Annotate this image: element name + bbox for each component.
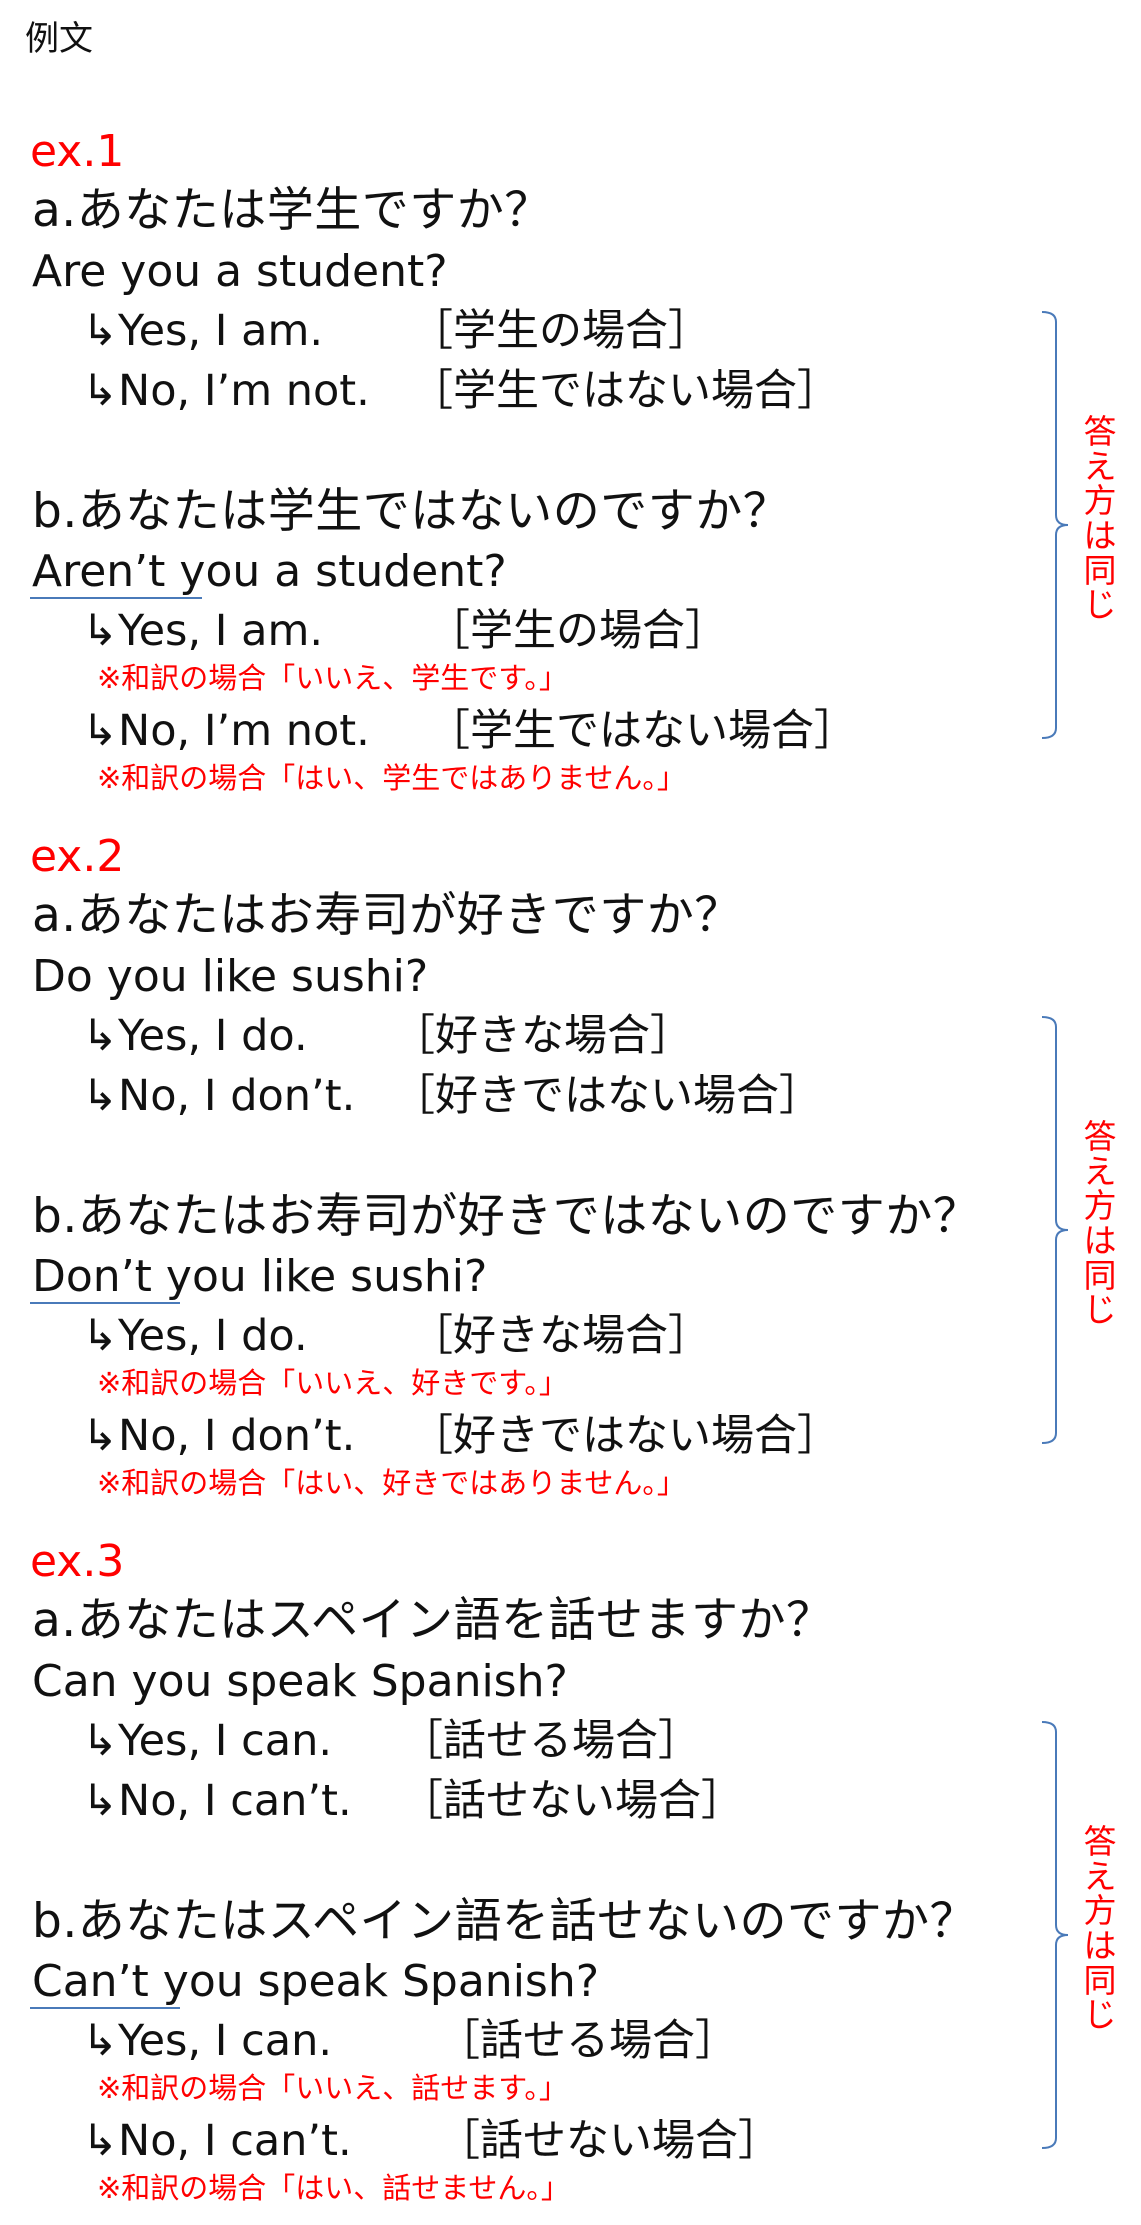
translation-note: ※和訳の場合「いいえ、学生です。」 — [97, 661, 568, 695]
right-brace — [1040, 1720, 1070, 2150]
answer-yes: ↳Yes, I can. ［話せる場合］ — [82, 2016, 738, 2066]
answer-yes-ja: ［話せる場合］ — [400, 1716, 701, 1766]
answer-yes: ↳Yes, I do. ［好きな場合］ — [82, 1311, 711, 1361]
answer-yes-ja: ［学生の場合］ — [410, 306, 711, 356]
answer-no-en: ↳No, I don’t. — [82, 1411, 356, 1461]
answer-yes-en: ↳Yes, I can. — [82, 1716, 333, 1766]
answer-yes-ja: ［話せる場合］ — [437, 2016, 738, 2066]
example-label: ex.2 — [30, 831, 125, 882]
answer-yes: ↳Yes, I can. ［話せる場合］ — [82, 1716, 701, 1766]
question-b-en: Aren’t you a student? — [32, 546, 507, 597]
answer-yes-en: ↳Yes, I am. — [82, 306, 324, 356]
negation-underline — [30, 2007, 180, 2009]
answer-no: ↳No, I don’t. ［好きではない場合］ — [82, 1071, 822, 1121]
answer-no: ↳No, I’m not. ［学生ではない場合］ — [82, 706, 857, 756]
translation-note: ※和訳の場合「はい、学生ではありません。」 — [97, 761, 686, 795]
negation-underline — [30, 597, 202, 599]
question-b-ja: b.あなたは学生ではないのですか？ — [32, 484, 791, 539]
right-brace — [1040, 310, 1070, 740]
answer-no-en: ↳No, I’m not. — [82, 366, 370, 416]
question-b-en: Can’t you speak Spanish? — [32, 1956, 600, 2007]
answer-yes: ↳Yes, I am. ［学生の場合］ — [82, 606, 728, 656]
answer-no-en: ↳No, I can’t. — [82, 2116, 352, 2166]
answer-yes-ja: ［学生の場合］ — [427, 606, 728, 656]
example-label: ex.3 — [30, 1536, 125, 1587]
answer-no-ja: ［学生ではない場合］ — [427, 706, 857, 756]
question-a-en: Do you like sushi? — [32, 951, 429, 1002]
answer-no-ja: ［学生ではない場合］ — [410, 366, 840, 416]
translation-note: ※和訳の場合「はい、話せません。」 — [97, 2171, 570, 2205]
answer-yes: ↳Yes, I am. ［学生の場合］ — [82, 306, 711, 356]
same-answer-label: 答え方は同じ — [1083, 412, 1117, 625]
question-b-ja: b.あなたはお寿司が好きではないのですか？ — [32, 1189, 981, 1244]
answer-yes-en: ↳Yes, I can. — [82, 2016, 333, 2066]
answer-no-ja: ［話せない場合］ — [400, 1776, 744, 1826]
question-a-ja: a.あなたは学生ですか？ — [32, 183, 552, 238]
question-b-en: Don’t you like sushi? — [32, 1251, 488, 1302]
answer-no: ↳No, I can’t. ［話せない場合］ — [82, 1776, 744, 1826]
negation-underline — [30, 1302, 180, 1304]
answer-yes-en: ↳Yes, I am. — [82, 606, 324, 656]
answer-no-ja: ［好きではない場合］ — [410, 1411, 840, 1461]
answer-no-en: ↳No, I can’t. — [82, 1776, 352, 1826]
answer-yes: ↳Yes, I do. ［好きな場合］ — [82, 1011, 693, 1061]
answer-no-en: ↳No, I don’t. — [82, 1071, 356, 1121]
answer-no-en: ↳No, I’m not. — [82, 706, 370, 756]
same-answer-label: 答え方は同じ — [1083, 1117, 1117, 1330]
answer-no: ↳No, I’m not. ［学生ではない場合］ — [82, 366, 840, 416]
answer-yes-ja: ［好きな場合］ — [392, 1011, 693, 1061]
question-a-ja: a.あなたはお寿司が好きですか？ — [32, 888, 742, 943]
question-a-ja: a.あなたはスペイン語を話せますか？ — [32, 1593, 834, 1648]
answer-no-ja: ［話せない場合］ — [437, 2116, 781, 2166]
question-b-ja: b.あなたはスペイン語を話せないのですか？ — [32, 1894, 977, 1949]
example-label: ex.1 — [30, 126, 125, 177]
answer-no: ↳No, I don’t. ［好きではない場合］ — [82, 1411, 840, 1461]
answer-yes-en: ↳Yes, I do. — [82, 1311, 308, 1361]
answer-yes-en: ↳Yes, I do. — [82, 1011, 308, 1061]
question-a-en: Can you speak Spanish? — [32, 1656, 568, 1707]
translation-note: ※和訳の場合「いいえ、好きです。」 — [97, 1366, 568, 1400]
translation-note: ※和訳の場合「はい、好きではありません。」 — [97, 1466, 686, 1500]
same-answer-label: 答え方は同じ — [1083, 1822, 1117, 2035]
answer-no-ja: ［好きではない場合］ — [392, 1071, 822, 1121]
translation-note: ※和訳の場合「いいえ、話せます。」 — [97, 2071, 568, 2105]
question-a-en: Are you a student? — [32, 246, 448, 297]
page-header: 例文 — [25, 19, 93, 59]
right-brace — [1040, 1015, 1070, 1445]
answer-yes-ja: ［好きな場合］ — [410, 1311, 711, 1361]
answer-no: ↳No, I can’t. ［話せない場合］ — [82, 2116, 781, 2166]
